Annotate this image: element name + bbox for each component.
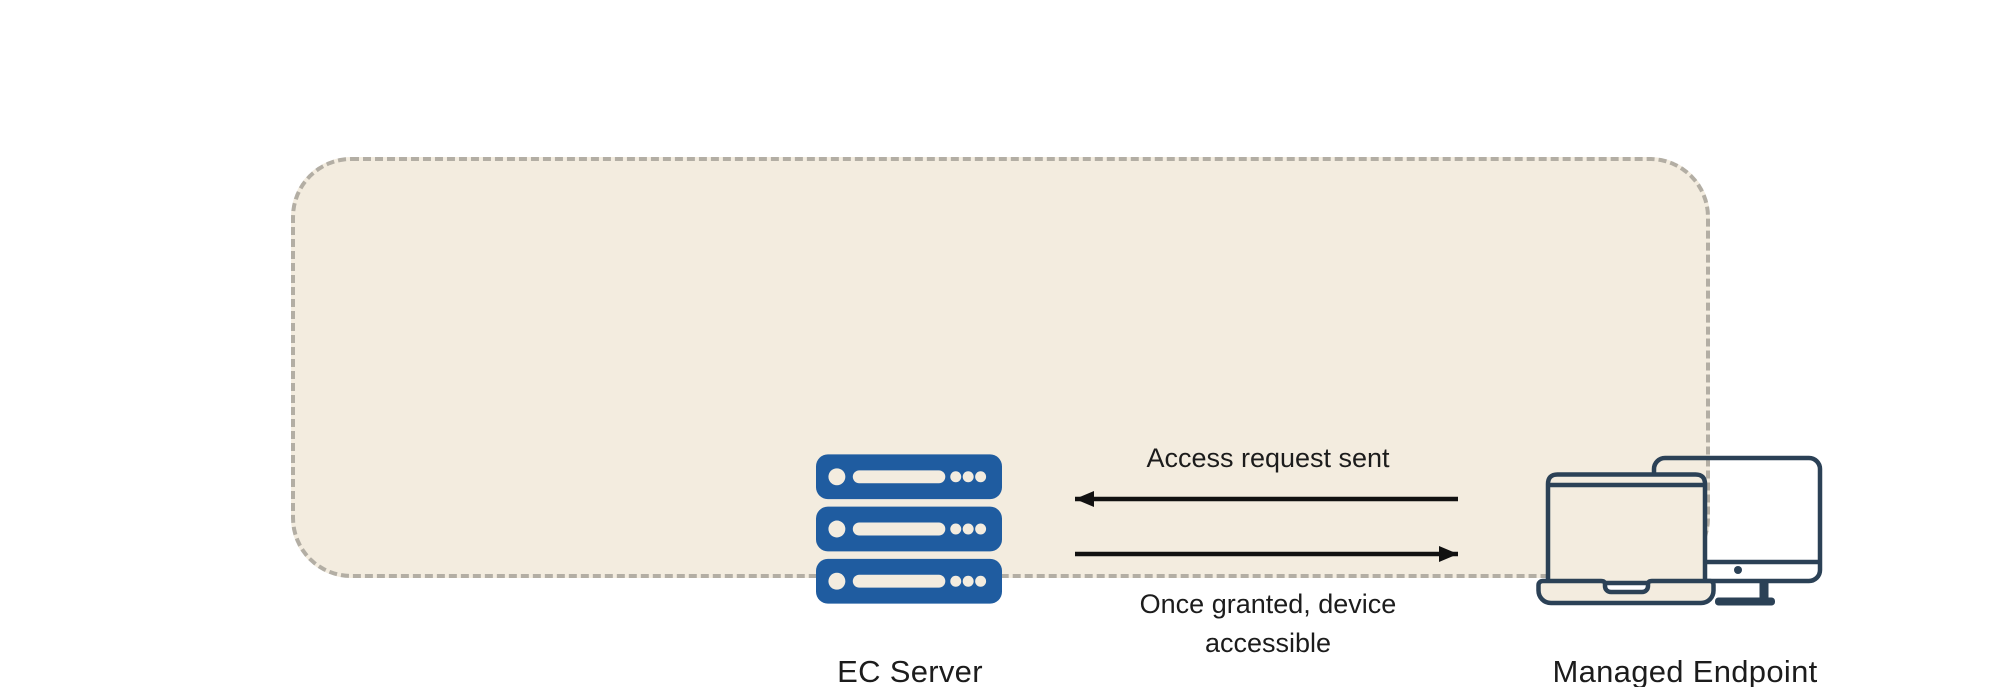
laptop-screen — [1545, 472, 1708, 586]
grant-label-line2: accessible — [1204, 628, 1332, 658]
ec-server-label: EC Server — [837, 654, 983, 687]
laptop-base — [1536, 578, 1716, 606]
managed-endpoint-label: Managed Endpoint — [1552, 654, 1818, 687]
server-stack-icon — [816, 454, 1003, 604]
laptop-and-monitor-icon — [1536, 455, 1823, 606]
monitor-stand-base — [1715, 597, 1775, 606]
monitor-stand-neck — [1759, 579, 1769, 599]
grant-label: Once granted, device accessible — [1068, 585, 1468, 663]
laptop-icon — [1536, 472, 1716, 606]
flow-arrows — [1075, 491, 1458, 562]
monitor-camera-dot — [1734, 566, 1742, 574]
access-request-label: Access request sent — [1146, 443, 1390, 473]
grant-label-line1: Once granted, device — [1139, 589, 1397, 619]
diagram-panel: EC Server Access request sent Once grant… — [291, 157, 1823, 687]
